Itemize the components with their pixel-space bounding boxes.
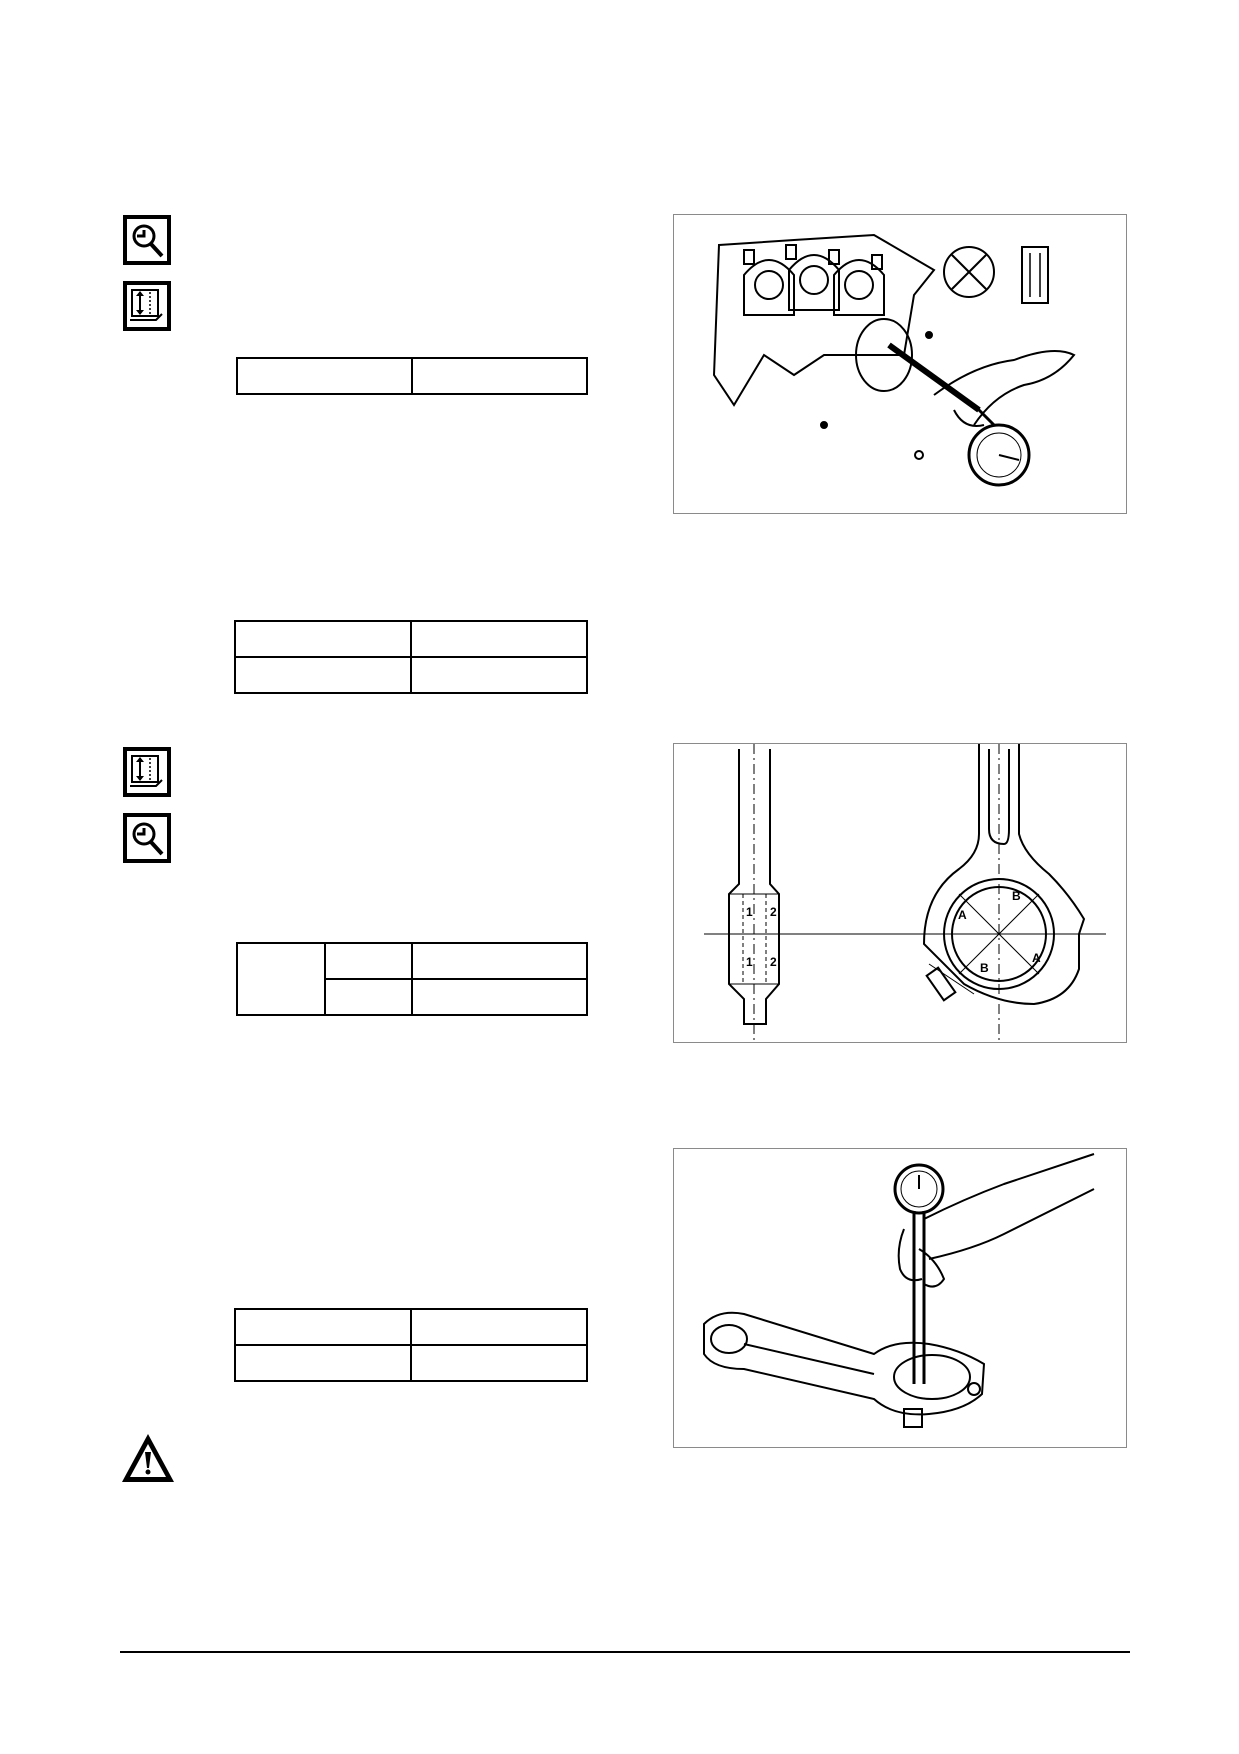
spec-table-3	[236, 942, 588, 1016]
table-cell	[234, 1308, 412, 1346]
footer-divider	[120, 1651, 1130, 1653]
figure-label-a: A	[958, 908, 967, 922]
table-cell	[411, 942, 588, 980]
figure-label-b: B	[1012, 889, 1021, 903]
measure-bore-icon	[122, 280, 172, 332]
figure-label-1: 1	[746, 955, 753, 969]
table-row	[234, 1344, 588, 1382]
table-cell	[323, 942, 413, 980]
spec-table-1	[236, 357, 588, 395]
table-row	[237, 978, 588, 1016]
table-cell	[236, 942, 326, 1016]
table-row	[236, 942, 588, 1016]
figure-con-rod-bore-gauge	[673, 1148, 1127, 1448]
table-cell	[323, 978, 413, 1016]
table-row	[234, 1308, 588, 1346]
figure-label-2: 2	[770, 905, 777, 919]
table-cell	[410, 1308, 588, 1346]
table-cell	[236, 357, 413, 395]
table-cell	[234, 620, 412, 658]
figure-label-1: 1	[746, 905, 753, 919]
figure-label-2: 2	[770, 955, 777, 969]
figure-con-rod-measurement-diagram: 1 2 1 2 A A B B	[673, 743, 1127, 1043]
table-cell	[234, 656, 412, 694]
inspect-wrench-icon	[122, 812, 172, 864]
table-cell	[411, 978, 588, 1016]
table-row	[234, 656, 588, 694]
table-cell	[410, 620, 588, 658]
warning-triangle-icon	[120, 1432, 176, 1486]
figure-label-b: B	[980, 961, 989, 975]
spec-table-2	[234, 620, 588, 694]
table-cell	[410, 656, 588, 694]
table-cell	[410, 1344, 588, 1382]
table-cell	[234, 1344, 412, 1382]
table-cell	[411, 357, 588, 395]
figure-label-a: A	[1032, 951, 1041, 965]
inspect-wrench-icon	[122, 214, 172, 266]
table-row	[234, 620, 588, 658]
table-row	[236, 357, 588, 395]
measure-bore-icon	[122, 746, 172, 798]
spec-table-4	[234, 1308, 588, 1382]
figure-main-bearing-bore-gauge	[673, 214, 1127, 514]
